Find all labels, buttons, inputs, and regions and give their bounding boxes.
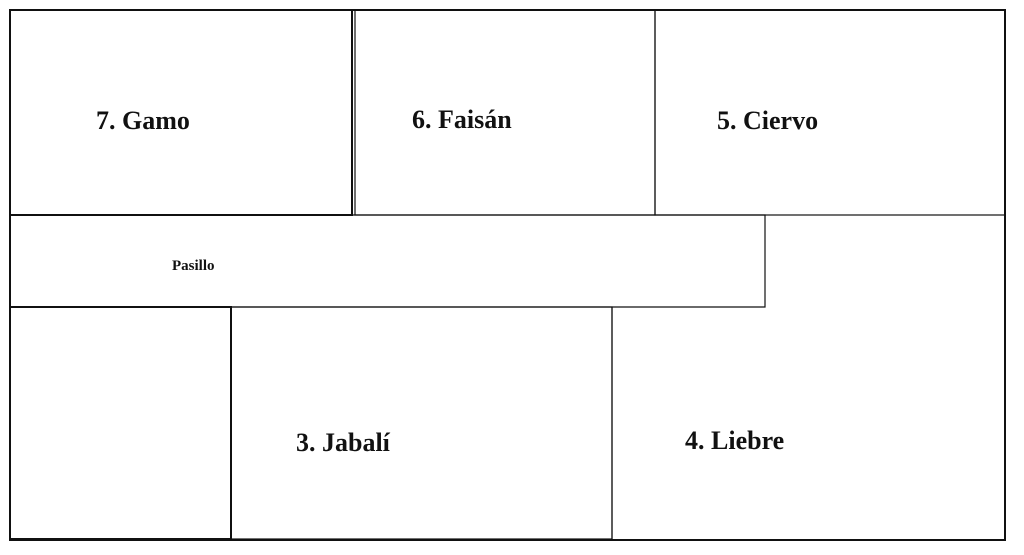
room-label-ciervo: 5. Ciervo [717, 106, 818, 135]
outer-wall [9, 9, 1006, 541]
room-label-gamo: 7. Gamo [96, 106, 190, 135]
room-unlabeled [9, 306, 232, 540]
room-ciervo [654, 9, 1006, 216]
room-label-jabali: 3. Jabalí [296, 428, 391, 457]
room-label-faisan: 6. Faisán [412, 105, 512, 134]
corridor-wall [10, 214, 766, 308]
room-label-liebre: 4. Liebre [685, 426, 784, 455]
corridor-label: Pasillo [172, 258, 215, 274]
room-jabali [230, 306, 613, 540]
